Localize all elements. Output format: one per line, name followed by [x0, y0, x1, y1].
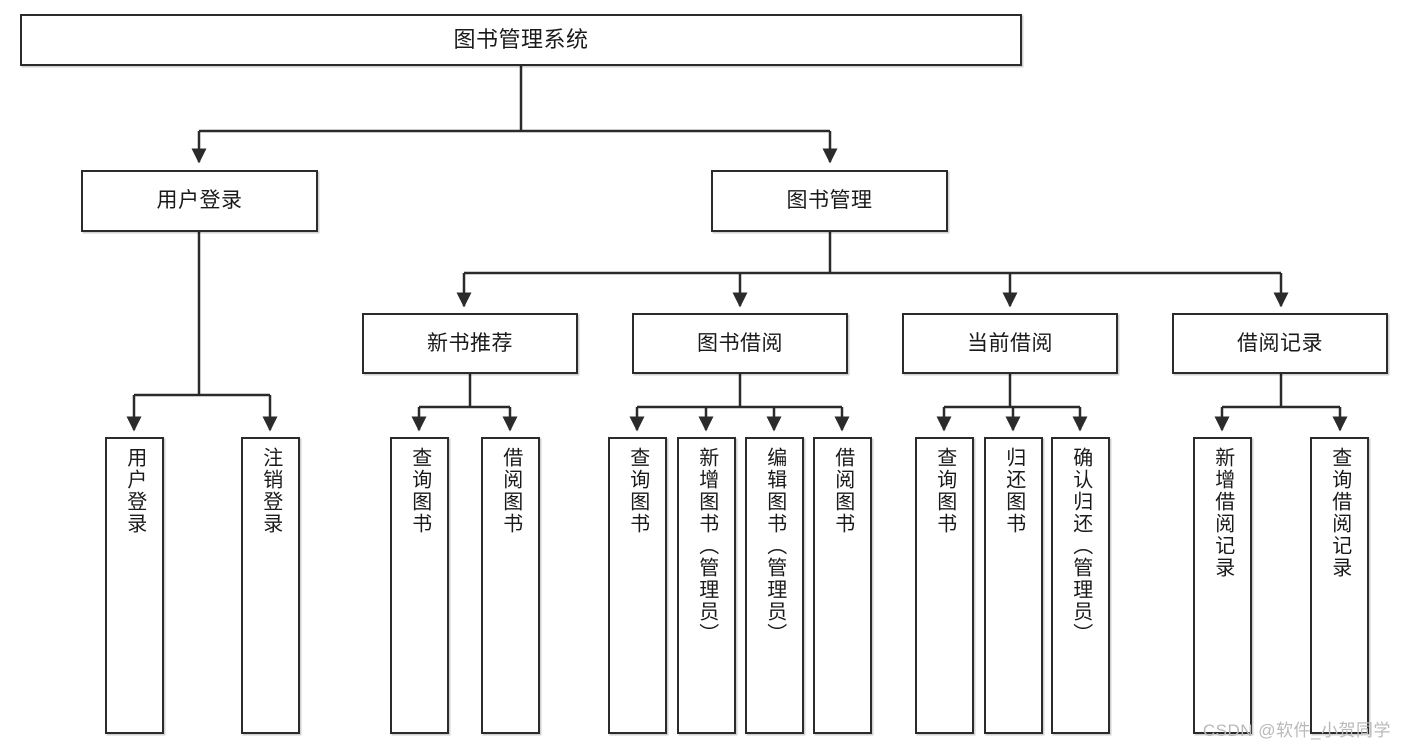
leaf-current-return-book-label: 归还图书: [1002, 447, 1025, 535]
node-current-borrow-label: 当前借阅: [967, 331, 1053, 355]
leaf-record-query-label: 查询借阅记录: [1328, 447, 1351, 579]
node-root[interactable]: 图书管理系统: [20, 14, 1022, 66]
watermark: CSDN @软件_小贺同学: [1202, 721, 1391, 740]
node-current-borrow[interactable]: 当前借阅: [902, 313, 1118, 374]
leaf-new-book-borrow[interactable]: 借阅图书: [481, 437, 540, 734]
leaf-record-add-label: 新增借阅记录: [1211, 447, 1234, 579]
node-new-book-recommend-label: 新书推荐: [427, 331, 513, 355]
leaf-current-confirm-return[interactable]: 确认归还（管理员）: [1051, 437, 1110, 734]
node-user-login[interactable]: 用户登录: [81, 170, 318, 232]
leaf-new-book-borrow-label: 借阅图书: [499, 447, 522, 535]
node-book-management[interactable]: 图书管理: [711, 170, 948, 232]
leaf-current-confirm-return-label: 确认归还（管理员）: [1069, 447, 1092, 645]
leaf-borrow-edit-book-label: 编辑图书（管理员）: [763, 447, 786, 645]
node-borrow-record-label: 借阅记录: [1237, 331, 1323, 355]
leaf-borrow-query-book-label: 查询图书: [626, 447, 649, 535]
leaf-user-login-signin[interactable]: 用户登录: [105, 437, 164, 734]
node-new-book-recommend[interactable]: 新书推荐: [362, 313, 578, 374]
leaf-new-book-query-label: 查询图书: [408, 447, 431, 535]
node-book-borrow-label: 图书借阅: [697, 331, 783, 355]
node-book-management-label: 图书管理: [786, 189, 873, 213]
leaf-user-login-signin-label: 用户登录: [123, 447, 146, 535]
leaf-borrow-add-book-label: 新增图书（管理员）: [695, 447, 718, 645]
node-root-label: 图书管理系统: [453, 26, 589, 52]
leaf-borrow-borrow-book-label: 借阅图书: [831, 447, 854, 535]
leaf-user-login-signout[interactable]: 注销登录: [241, 437, 300, 734]
leaf-borrow-edit-book[interactable]: 编辑图书（管理员）: [745, 437, 804, 734]
leaf-new-book-query[interactable]: 查询图书: [390, 437, 449, 734]
node-user-login-label: 用户登录: [156, 189, 243, 213]
leaf-user-login-signout-label: 注销登录: [259, 447, 282, 535]
leaf-current-query-book[interactable]: 查询图书: [915, 437, 974, 734]
leaf-current-query-book-label: 查询图书: [933, 447, 956, 535]
leaf-record-query[interactable]: 查询借阅记录: [1310, 437, 1369, 734]
leaf-record-add[interactable]: 新增借阅记录: [1193, 437, 1252, 734]
leaf-borrow-borrow-book[interactable]: 借阅图书: [813, 437, 872, 734]
leaf-current-return-book[interactable]: 归还图书: [984, 437, 1043, 734]
node-book-borrow[interactable]: 图书借阅: [632, 313, 848, 374]
node-borrow-record[interactable]: 借阅记录: [1172, 313, 1388, 374]
leaf-borrow-add-book[interactable]: 新增图书（管理员）: [677, 437, 736, 734]
leaf-borrow-query-book[interactable]: 查询图书: [608, 437, 667, 734]
